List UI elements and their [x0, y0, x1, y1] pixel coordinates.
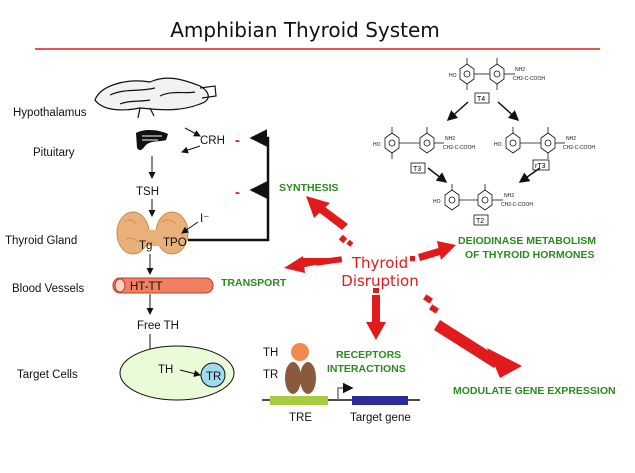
- cell-th-label: TH: [158, 364, 173, 376]
- t4-nh2: NH2: [515, 67, 525, 73]
- hormone-structures: [384, 58, 565, 226]
- disruption-arrows: [284, 196, 522, 378]
- transcription-start-arrow: [337, 382, 354, 400]
- arrow-crh-pituitary: [181, 145, 201, 154]
- thyroid-disruption-line1: Thyroid: [351, 254, 408, 272]
- page-title: Amphibian Thyroid System: [170, 18, 440, 42]
- rt3-nh2: NH2: [566, 136, 576, 142]
- free-th-label: Free TH: [137, 320, 179, 332]
- label-thyroid-gland: Thyroid Gland: [5, 235, 77, 247]
- t3-ho: HO: [373, 142, 381, 148]
- crh-label: CRH: [200, 135, 225, 147]
- t2-ho: HO: [433, 199, 441, 205]
- t3-cooh: CH2-C-COOH: [443, 145, 475, 151]
- effect-gene-expression: MODULATE GENE EXPRESSION: [453, 385, 616, 397]
- label-hypothalamus: Hypothalamus: [13, 107, 87, 119]
- effect-deiodinase-line1: DEIODINASE METABOLISM: [458, 235, 596, 247]
- iodide-label: I⁻: [200, 213, 209, 225]
- thyroid-gland-icon: [116, 211, 189, 255]
- arrow-th-tr: [179, 369, 201, 377]
- hormone-conversion-arrows: [427, 101, 541, 183]
- receptor-right: [300, 362, 316, 394]
- nucleus: [200, 362, 226, 388]
- cell-tr-label: TR: [206, 371, 221, 383]
- effect-transport: TRANSPORT: [221, 277, 287, 289]
- target-gene-element: [352, 396, 408, 405]
- gene-tr-label: TR: [263, 369, 278, 381]
- th-molecule: [291, 343, 309, 361]
- gene-th-label: TH: [263, 347, 278, 359]
- rt3-ho: HO: [494, 142, 502, 148]
- tg-label: Tg: [139, 240, 152, 252]
- t3-label: T3: [413, 166, 421, 173]
- effect-receptors-line1: RECEPTORS: [336, 349, 401, 361]
- arrow-hypothalamus-crh: [184, 127, 201, 137]
- rt3-cooh: CH2-C-COOH: [563, 145, 595, 151]
- target-cell: [119, 345, 235, 401]
- effect-synthesis: SYNTHESIS: [279, 182, 339, 194]
- t2-nh2: NH2: [504, 193, 514, 199]
- label-target-cells: Target Cells: [17, 369, 78, 381]
- t4-ho: HO: [449, 73, 457, 79]
- target-gene-label: Target gene: [350, 412, 411, 424]
- effect-receptors-line2: INTERACTIONS: [327, 363, 406, 375]
- negative-feedback-tsh: -: [235, 184, 240, 201]
- effect-deiodinase-line2: OF THYROID HORMONES: [465, 249, 595, 261]
- tpo-label: TPO: [163, 237, 187, 249]
- rt3-label: rT3: [535, 163, 546, 170]
- label-blood-vessels: Blood Vessels: [12, 283, 84, 295]
- t2-label: T2: [476, 218, 484, 225]
- tsh-label: TSH: [136, 186, 159, 198]
- arrow-iodide-tpo: [181, 221, 199, 234]
- pituitary-icon: [136, 130, 168, 151]
- label-pituitary: Pituitary: [33, 147, 75, 159]
- receptor-left: [285, 362, 301, 394]
- thyroid-disruption-line2: Disruption: [341, 272, 418, 290]
- t2-cooh: CH2-C-COOH: [501, 202, 533, 208]
- brain-icon: [94, 77, 217, 119]
- t4-label: T4: [477, 96, 485, 103]
- tre-element: [270, 396, 328, 405]
- feedback-loop: [188, 129, 270, 242]
- tre-label: TRE: [289, 412, 312, 424]
- negative-feedback-crh: -: [235, 132, 240, 149]
- ht-tt-label: HT-TT: [130, 281, 163, 293]
- t4-cooh: CH2-C-COOH: [513, 76, 545, 82]
- blood-vessel-icon: [112, 277, 214, 294]
- t3-nh2: NH2: [445, 136, 455, 142]
